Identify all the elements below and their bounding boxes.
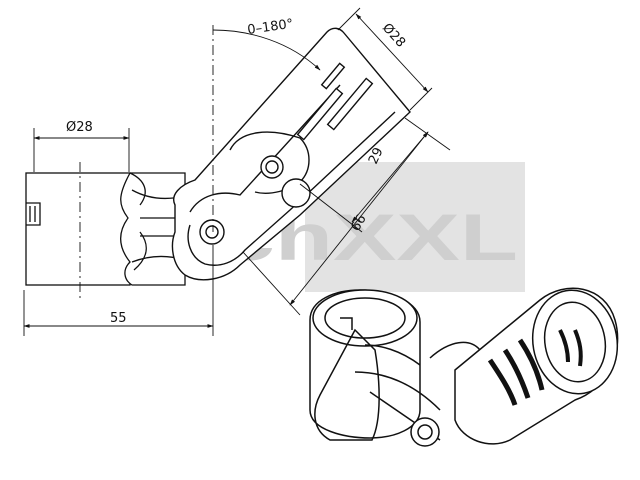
round-pin	[281, 178, 311, 208]
dimension-labels: 0–180° Ø28 Ø28 29 66 55	[66, 17, 408, 326]
dim-66-label: 66	[348, 212, 369, 234]
iso-slot	[558, 329, 570, 363]
arm-slot	[320, 62, 346, 90]
iso-slot	[487, 358, 518, 406]
dim-line-top-dia	[355, 13, 429, 93]
set-screw	[26, 202, 41, 226]
dim-55-label: 55	[110, 311, 127, 326]
dim-29-label: 29	[366, 145, 387, 166]
angle-label: 0–180°	[246, 17, 294, 38]
iso-slot	[517, 338, 545, 391]
iso-slot	[573, 329, 583, 367]
left-clamp-body	[25, 172, 131, 286]
side-view	[25, 162, 186, 298]
isometric-view	[309, 287, 619, 447]
angle-arc	[212, 29, 321, 71]
dia-left-label: Ø28	[66, 120, 93, 135]
dia-top-label: Ø28	[379, 21, 408, 51]
dimensions	[23, 7, 451, 336]
dim-line-66	[289, 131, 429, 306]
iso-clamp-body	[314, 328, 380, 441]
iso-slot	[502, 348, 531, 399]
